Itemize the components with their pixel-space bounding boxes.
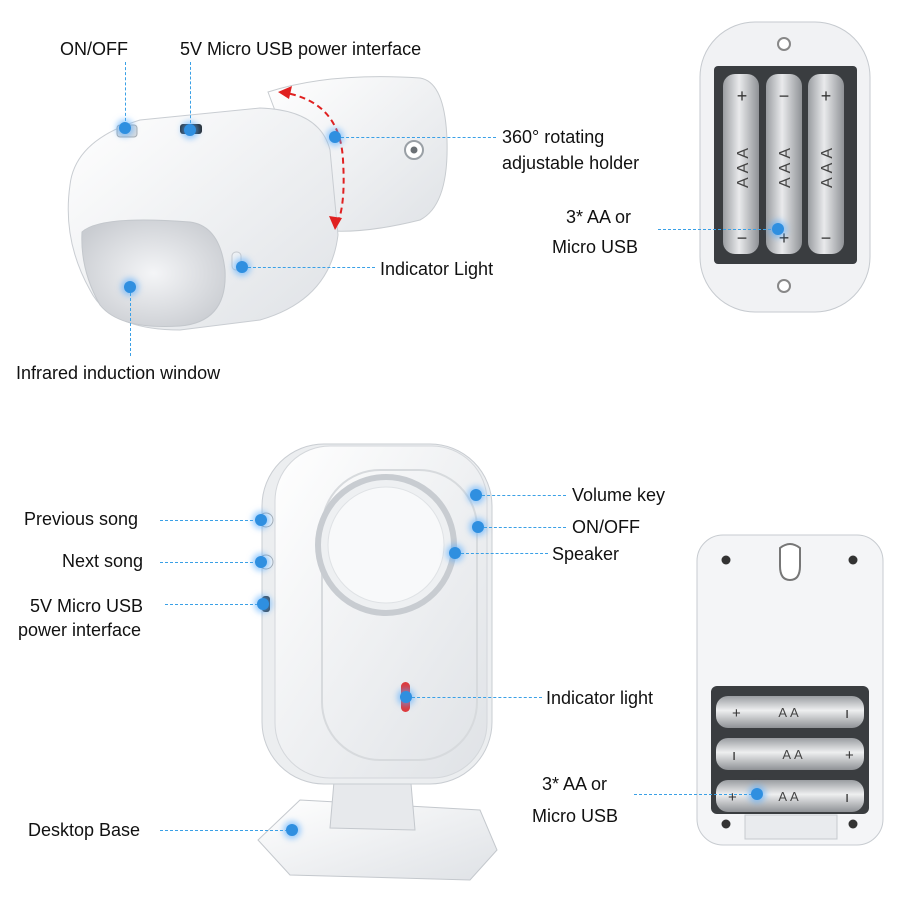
callout-dot	[286, 824, 298, 836]
svg-text:−: −	[779, 86, 790, 106]
callout-line	[160, 830, 288, 831]
callout-dot	[472, 521, 484, 533]
battery-text: AAA	[819, 144, 836, 188]
svg-text:−: −	[737, 228, 748, 248]
callout-dot	[257, 598, 269, 610]
label-speaker: Speaker	[552, 544, 620, 564]
label-previous-song: Previous song	[24, 509, 139, 529]
battery-text: AAA	[735, 144, 752, 188]
callout-line	[634, 794, 752, 795]
callout-dot	[329, 131, 341, 143]
callout-line	[160, 562, 258, 563]
rotation-arrowhead-top-icon	[278, 86, 292, 99]
callout-line	[160, 520, 258, 521]
label-indicator-light: Indicator Light	[380, 259, 494, 279]
label-power-line2: Micro USB	[552, 237, 639, 257]
motion-sensor-body	[67, 107, 339, 331]
callout-dot	[255, 514, 267, 526]
svg-text:+: +	[845, 747, 854, 764]
callout-line	[341, 137, 496, 138]
label-on-off-receiver: ON/OFF	[572, 517, 640, 537]
battery-text: AA	[778, 705, 801, 720]
rotation-arrowhead-bottom-icon	[329, 216, 342, 230]
svg-text:ı: ı	[732, 747, 736, 764]
svg-text:+: +	[737, 86, 748, 106]
callout-dot	[751, 788, 763, 800]
callout-dot	[449, 547, 461, 559]
battery-text: AAA	[777, 144, 794, 188]
label-on-off: ON/OFF	[60, 39, 128, 59]
label-power-line2-receiver: Micro USB	[532, 806, 619, 826]
battery-text: AA	[782, 747, 805, 762]
callout-dot	[470, 489, 482, 501]
battery-text: AA	[778, 789, 801, 804]
sensor-battery-compartment: + − + − + − AAA AAA AAA	[699, 21, 871, 313]
label-usb-line2: power interface	[18, 620, 142, 640]
callout-dot	[236, 261, 248, 273]
label-next-song: Next song	[62, 551, 144, 571]
svg-text:+: +	[732, 705, 741, 722]
callout-line	[412, 697, 542, 698]
receiver-battery-compartment: + ı ı + + ı AA AA AA	[696, 534, 884, 846]
callout-line	[130, 293, 131, 356]
svg-text:+: +	[821, 86, 832, 106]
label-power-line1-receiver: 3* AA or	[542, 774, 608, 794]
label-power-line1: 3* AA or	[566, 207, 632, 227]
callout-line	[165, 604, 258, 605]
label-usb-line1: 5V Micro USB	[30, 596, 144, 616]
label-desktop-base: Desktop Base	[28, 820, 141, 840]
receiver-speaker-unit	[257, 443, 498, 881]
rotation-arrow-icon	[279, 91, 345, 229]
svg-text:−: −	[821, 228, 832, 248]
label-usb-interface: 5V Micro USB power interface	[180, 39, 422, 59]
callout-dot	[184, 124, 196, 136]
callout-dot	[400, 691, 412, 703]
label-volume-key: Volume key	[572, 485, 666, 505]
callout-dot	[124, 281, 136, 293]
svg-text:ı: ı	[845, 705, 849, 722]
svg-text:ı: ı	[845, 789, 849, 806]
callout-line	[484, 527, 566, 528]
callout-dot	[772, 223, 784, 235]
callout-dot	[119, 122, 131, 134]
label-holder-line2: adjustable holder	[502, 153, 640, 173]
callout-line	[658, 229, 776, 230]
callout-line	[461, 553, 548, 554]
svg-text:+: +	[728, 789, 737, 806]
svg-text:+: +	[779, 228, 790, 248]
callout-dot	[255, 556, 267, 568]
callout-line	[190, 62, 191, 128]
callout-line	[482, 495, 566, 496]
callout-line	[248, 267, 375, 268]
label-holder-line1: 360° rotating	[502, 127, 605, 147]
label-infrared-window: Infrared induction window	[16, 363, 221, 383]
callout-line	[125, 62, 126, 126]
label-indicator-light-receiver: Indicator light	[546, 688, 654, 708]
